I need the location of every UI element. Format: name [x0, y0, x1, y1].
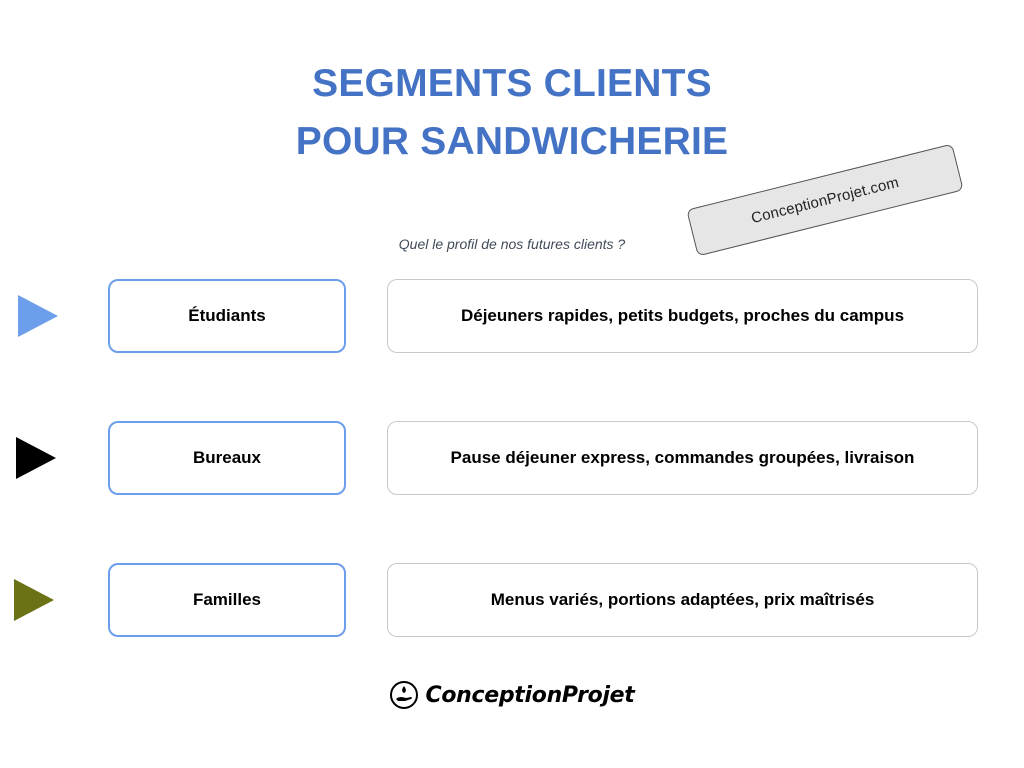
segment-description-box: Menus variés, portions adaptées, prix ma… — [387, 563, 978, 637]
page-title-line-2: POUR SANDWICHERIE — [295, 120, 729, 163]
segment-description-box: Déjeuners rapides, petits budgets, proch… — [387, 279, 978, 353]
segment-label: Bureaux — [192, 448, 262, 467]
segment-label-box: Étudiants — [108, 279, 346, 353]
segment-label-box: Familles — [108, 563, 346, 637]
segment-label: Étudiants — [188, 306, 266, 325]
segment-description: Déjeuners rapides, petits budgets, proch… — [460, 306, 905, 325]
brand-logo-text: ConceptionProjet — [425, 682, 635, 708]
segment-description-box: Pause déjeuner express, commandes groupé… — [387, 421, 978, 495]
hand-flame-logo-icon — [390, 681, 419, 709]
segment-description: Pause déjeuner express, commandes groupé… — [450, 448, 915, 467]
brand-logo: ConceptionProjet — [0, 680, 1024, 710]
subtitle-question: Quel le profil de nos futures clients ? — [398, 236, 626, 252]
page-title-line-1: SEGMENTS CLIENTS — [312, 62, 712, 105]
segment-label-box: Bureaux — [108, 421, 346, 495]
segment-description: Menus variés, portions adaptées, prix ma… — [490, 590, 875, 609]
segment-label: Familles — [192, 590, 262, 609]
segment-arrow-icon — [18, 295, 58, 337]
segment-arrow-icon — [14, 579, 54, 621]
watermark-stamp-text: ConceptionProjet.com — [749, 173, 901, 227]
segment-arrow-icon — [16, 437, 56, 479]
